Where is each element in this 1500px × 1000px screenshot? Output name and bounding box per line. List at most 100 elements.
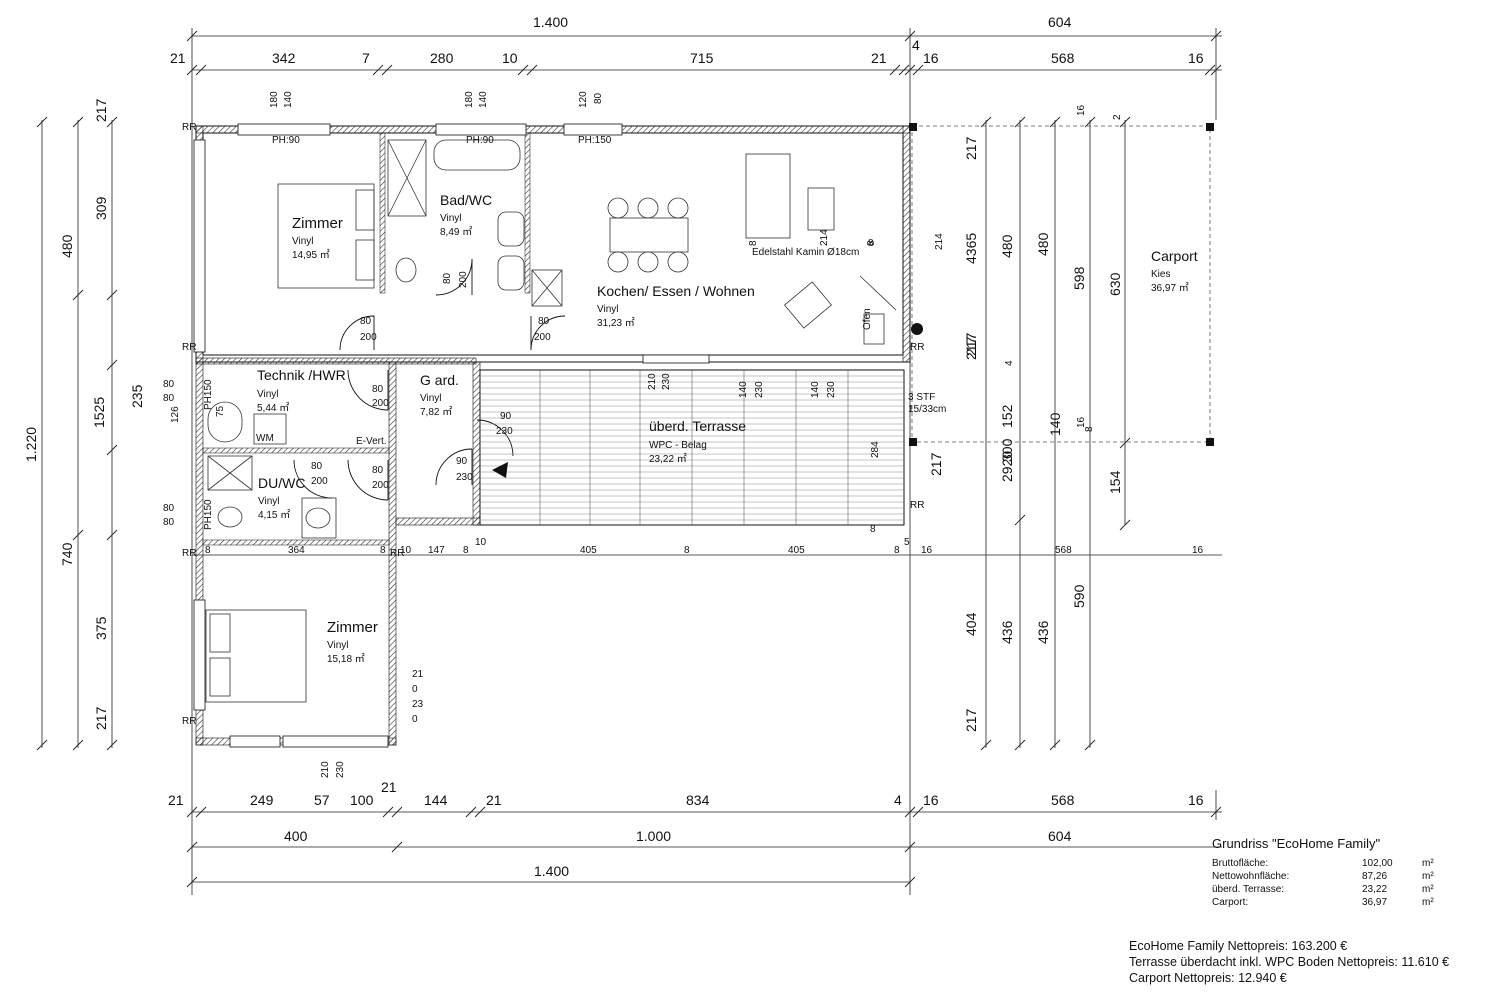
dim-bottom: 4	[894, 792, 902, 808]
room-terrasse-area: 23,22 ㎡	[649, 453, 687, 465]
dim-bottom: 16	[923, 792, 939, 808]
dim-left-part: 217	[93, 98, 109, 122]
dim-misc: 568	[1055, 545, 1072, 556]
dim-misc: 5	[904, 537, 910, 548]
dim-top: 715	[690, 50, 714, 66]
summary-label: überd. Terrasse:	[1212, 884, 1285, 895]
dim-misc: 80	[163, 379, 175, 390]
dim-misc: 80	[163, 393, 175, 404]
room-duwc-floor: Vinyl	[258, 496, 280, 507]
dim-misc: 80	[538, 316, 550, 327]
price-list: EcoHome Family Nettopreis: 163.200 € Ter…	[1129, 938, 1449, 986]
dim-misc: 8	[868, 238, 874, 249]
dim-misc: 200	[311, 476, 328, 487]
dim-misc: 80	[372, 465, 384, 476]
dim-left-part: 375	[93, 616, 109, 640]
room-zimmer2-floor: Vinyl	[327, 640, 349, 651]
dim-top: 16	[923, 50, 939, 66]
room-zimmer1-floor: Vinyl	[292, 236, 314, 247]
dim-misc: 8	[205, 545, 211, 556]
summary-label: Nettowohnfläche:	[1212, 871, 1290, 882]
room-labels: Zimmer Vinyl 14,95 ㎡ Bad/WC Vinyl 8,49 ㎡…	[257, 192, 1198, 665]
room-duwc-area: 4,15 ㎡	[258, 509, 290, 521]
dim-misc: 80	[360, 316, 372, 327]
summary-value: 23,22	[1362, 884, 1388, 895]
dim-misc: 230	[335, 761, 346, 778]
dim-bottom-total: 400	[284, 828, 308, 844]
table-row: Carport: 36,97 m²	[1212, 896, 1452, 909]
misc-dimensions: 180 140 180 140 120 80 80 200 80 200 80 …	[163, 91, 1204, 778]
dim-misc: 10	[400, 545, 412, 556]
summary-unit: m²	[1422, 884, 1434, 895]
dim-top: 568	[1051, 50, 1075, 66]
dim-misc: 80	[593, 92, 604, 104]
summary-unit: m²	[1422, 858, 1434, 869]
room-technik-floor: Vinyl	[257, 389, 279, 400]
walls	[195, 125, 911, 746]
dim-misc: 90	[456, 456, 468, 467]
room-zimmer1-area: 14,95 ㎡	[292, 249, 330, 261]
annotation: PH:90	[466, 135, 494, 146]
annotation: PH150	[203, 499, 214, 530]
room-technik-area: 5,44 ㎡	[257, 402, 289, 414]
annotation: Ofen	[862, 308, 873, 330]
room-zimmer2-name: Zimmer	[327, 619, 378, 636]
dim-bottom-total: 1.000	[636, 828, 671, 844]
dim-misc: 404	[963, 612, 979, 636]
room-garderobe-area: 7,82 ㎡	[420, 406, 452, 418]
dim-bottom-overall: 1.400	[534, 863, 569, 879]
dim-bottom: 568	[1051, 792, 1075, 808]
room-kochen-area: 31,23 ㎡	[597, 317, 635, 329]
dim-misc: 75	[215, 405, 226, 417]
dim-misc: 210	[320, 761, 331, 778]
dim-bottom: 100	[350, 792, 374, 808]
dim-misc: 4365	[963, 233, 979, 264]
dim-top: 342	[272, 50, 296, 66]
table-row: überd. Terrasse: 23,22 m²	[1212, 883, 1452, 896]
dim-bottom: 834	[686, 792, 710, 808]
dim-misc: 200	[372, 480, 389, 491]
dim-misc: 2920	[999, 451, 1015, 482]
summary-unit: m²	[1422, 871, 1434, 882]
dim-misc: 214	[819, 229, 830, 246]
dim-misc: 364	[288, 545, 305, 556]
dim-misc: 217	[963, 708, 979, 732]
price-line: Terrasse überdacht inkl. WPC Boden Netto…	[1129, 955, 1450, 969]
furniture	[205, 139, 897, 703]
annotation: RR	[182, 342, 196, 353]
dim-misc: 230	[456, 472, 473, 483]
dim-misc: 630	[1107, 272, 1123, 296]
annotation: PH150	[203, 379, 214, 410]
summary-title: Grundriss "EcoHome Family"	[1212, 836, 1381, 851]
dim-misc: 10	[475, 537, 487, 548]
summary-value: 36,97	[1362, 897, 1388, 908]
room-zimmer1-name: Zimmer	[292, 215, 343, 232]
annotation: WM	[256, 433, 274, 444]
dim-misc: 210	[647, 373, 658, 390]
dim-bottom: 144	[424, 792, 448, 808]
annotation: RR	[182, 548, 196, 559]
annotation: PH:150	[578, 135, 612, 146]
summary-table: Bruttofläche: 102,00 m² Nettowohnfläche:…	[1212, 857, 1452, 909]
dim-left-mid: 740	[59, 542, 75, 566]
summary-value: 102,00	[1362, 858, 1393, 869]
room-carport-name: Carport	[1151, 248, 1198, 264]
dim-misc: 480	[1035, 232, 1051, 256]
room-technik-name: Technik /HWR	[257, 367, 346, 383]
dim-bottom: 249	[250, 792, 274, 808]
dim-misc: 230	[754, 381, 765, 398]
annotations: PH:90 PH:90 PH:150 PH150 PH150 RR RR RR …	[182, 122, 946, 727]
dim-misc: 140	[1047, 412, 1063, 436]
dim-misc: 405	[788, 545, 805, 556]
dim-misc: 152	[999, 404, 1015, 428]
dim-left-part: 235	[129, 384, 145, 408]
dim-misc: 200	[372, 398, 389, 409]
dim-misc: 23	[412, 699, 424, 710]
annotation: 15/33cm	[908, 404, 946, 415]
dim-misc: 217	[963, 336, 979, 360]
dim-misc: 140	[478, 91, 489, 108]
annotation: RR	[182, 122, 196, 133]
room-terrasse-name: überd. Terrasse	[649, 418, 746, 434]
dim-bottom: 21	[168, 792, 184, 808]
dim-misc: 154	[1107, 470, 1123, 494]
